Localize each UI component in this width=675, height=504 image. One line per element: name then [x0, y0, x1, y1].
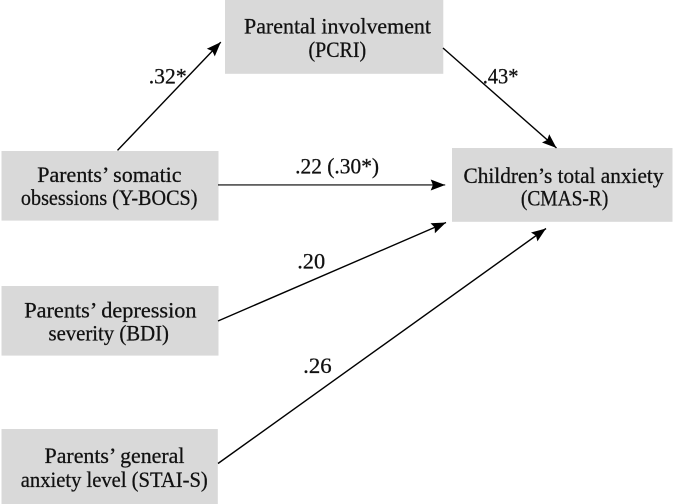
svg-text:.26: .26	[303, 353, 332, 378]
svg-text:(CMAS-R): (CMAS-R)	[521, 186, 609, 211]
svg-text:Parents’ general: Parents’ general	[45, 443, 185, 468]
svg-text:Children’s total anxiety: Children’s total anxiety	[464, 163, 665, 188]
svg-text:(PCRI): (PCRI)	[308, 37, 366, 62]
svg-text:obsessions (Y-BOCS): obsessions (Y-BOCS)	[21, 185, 198, 210]
svg-text:.20: .20	[297, 248, 325, 273]
svg-text:severity (BDI): severity (BDI)	[49, 321, 169, 346]
svg-text:.43*: .43*	[483, 63, 519, 88]
svg-text:anxiety level (STAI-S): anxiety level (STAI-S)	[21, 467, 208, 492]
svg-text:Parents’ somatic: Parents’ somatic	[37, 162, 181, 187]
svg-text:.22 (.30*): .22 (.30*)	[295, 154, 379, 179]
svg-text:Parental involvement: Parental involvement	[244, 13, 432, 38]
svg-text:.32*: .32*	[149, 64, 187, 89]
svg-text:Parents’ depression: Parents’ depression	[24, 298, 196, 323]
